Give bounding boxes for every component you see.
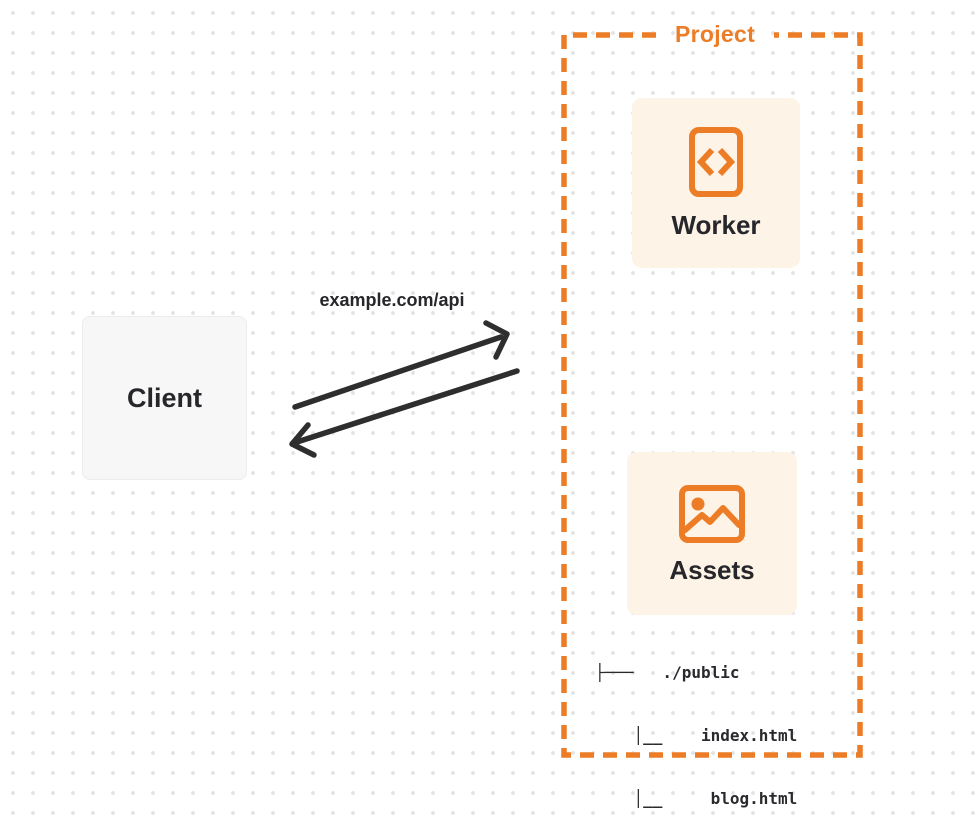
file-tree-line: │__ index.html: [595, 726, 798, 745]
request-arrow: [292, 320, 510, 410]
worker-node: Worker: [632, 98, 800, 268]
client-node: Client: [82, 316, 247, 480]
file-tree-line: │__ blog.html: [595, 789, 798, 808]
image-icon: [679, 485, 745, 543]
request-url-label: example.com/api: [319, 290, 465, 310]
assets-label: Assets: [669, 555, 755, 585]
project-label: Project: [674, 21, 756, 47]
file-tree-line: ├─── ./public: [595, 663, 740, 682]
file-tree: ├─── ./public │__ index.html │__ blog.ht…: [595, 620, 797, 818]
assets-node: Assets: [627, 452, 797, 615]
worker-label: Worker: [671, 210, 761, 240]
project-dashed-border: [561, 32, 863, 758]
response-arrow: [289, 368, 520, 458]
code-file-icon: [689, 127, 743, 197]
client-label: Client: [126, 382, 202, 413]
